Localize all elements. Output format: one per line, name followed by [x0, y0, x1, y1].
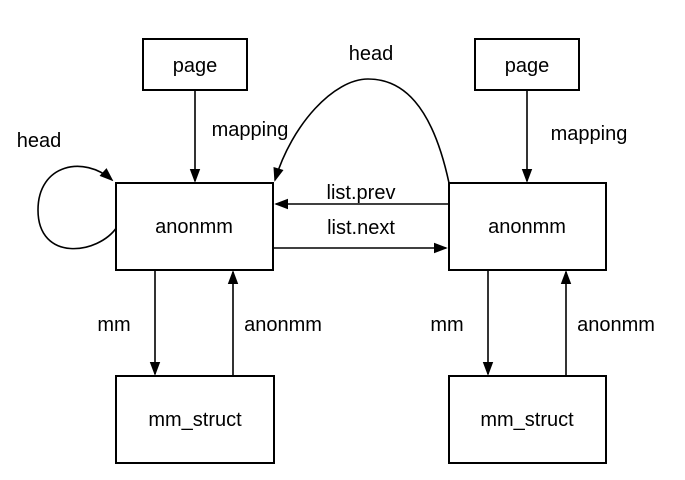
node-anonmm-right: anonmm	[448, 182, 607, 271]
node-anonmm-left-label: anonmm	[155, 216, 233, 238]
node-anonmm-right-label: anonmm	[488, 216, 566, 238]
edge-label-head-cross: head	[349, 43, 394, 65]
node-page-right-label: page	[505, 55, 550, 77]
edge-head-cross-arrow	[275, 78, 450, 184]
edge-label-anonmm-up-left: anonmm	[244, 314, 322, 336]
edge-label-mm-left: mm	[97, 314, 130, 336]
node-anonmm-right-box	[448, 182, 607, 271]
node-page-right: page	[474, 38, 580, 91]
edge-label-mapping-left: mapping	[212, 119, 289, 141]
node-page-left-box	[142, 38, 248, 91]
node-mm-struct-right-label: mm_struct	[480, 409, 574, 431]
node-mm-struct-left-box	[115, 375, 275, 464]
edge-label-anonmm-up-right: anonmm	[577, 314, 655, 336]
node-anonmm-left-box	[115, 182, 274, 271]
edge-label-mm-right: mm	[430, 314, 463, 336]
edge-label-list-prev: list.prev	[327, 182, 396, 204]
node-anonmm-left: anonmm	[115, 182, 274, 271]
node-mm-struct-left: mm_struct	[115, 375, 275, 464]
node-page-left-label: page	[173, 55, 218, 77]
edge-label-head-self-loop: head	[17, 130, 62, 152]
edge-label-list-next: list.next	[327, 217, 395, 239]
edge-label-mapping-right: mapping	[551, 123, 628, 145]
node-page-right-box	[474, 38, 580, 91]
node-mm-struct-left-label: mm_struct	[148, 409, 242, 431]
node-mm-struct-right: mm_struct	[448, 375, 607, 464]
edge-head-self-loop-arrow	[37, 165, 118, 250]
node-mm-struct-right-box	[448, 375, 607, 464]
node-page-left: page	[142, 38, 248, 91]
